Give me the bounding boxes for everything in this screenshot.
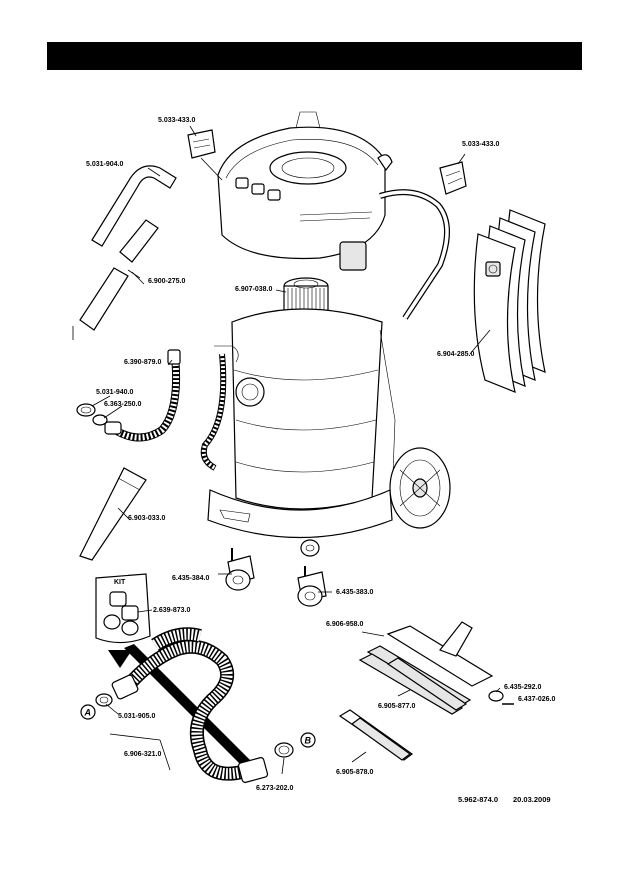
container bbox=[207, 308, 396, 539]
footer-doc-number: 5.962-874.0 bbox=[458, 795, 498, 804]
bend-tube bbox=[91, 165, 177, 247]
clip-right bbox=[439, 153, 467, 195]
label-6-907-038: 6.907-038.0 bbox=[235, 286, 272, 293]
coupling-rings-left bbox=[76, 403, 108, 426]
label-5-031-940: 5.031-940.0 bbox=[96, 389, 133, 396]
castor-under-body bbox=[300, 539, 320, 557]
header-bar bbox=[47, 42, 582, 70]
footer-date: 20.03.2009 bbox=[513, 795, 551, 804]
rubber-strip-upper bbox=[386, 657, 468, 711]
filter-bags bbox=[473, 209, 546, 393]
label-5-031-905: 5.031-905.0 bbox=[118, 713, 155, 720]
label-6-435-292: 6.435-292.0 bbox=[504, 684, 541, 691]
label-6-903-033: 6.903-033.0 bbox=[128, 515, 165, 522]
label-6-390-879: 6.390-879.0 bbox=[124, 359, 161, 366]
label-2-639-873: 2.639-873.0 bbox=[153, 607, 190, 614]
label-6-435-384: 6.435-384.0 bbox=[172, 575, 209, 582]
label-6-906-321: 6.906-321.0 bbox=[124, 751, 161, 758]
label-6-906-958: 6.906-958.0 bbox=[326, 621, 363, 628]
hose-rings bbox=[95, 693, 294, 758]
push-handle bbox=[379, 189, 451, 320]
vacuum-head bbox=[217, 111, 393, 271]
label-5-031-904: 5.031-904.0 bbox=[86, 161, 123, 168]
label-6-904-285: 6.904-285.0 bbox=[437, 351, 474, 358]
marker-b-label: B bbox=[305, 736, 312, 746]
castor-left bbox=[225, 548, 255, 591]
label-6-363-250: 6.363-250.0 bbox=[104, 401, 141, 408]
machine-hose bbox=[200, 353, 227, 471]
label-6-273-202: 6.273-202.0 bbox=[256, 785, 293, 792]
label-6-900-275: 6.900-275.0 bbox=[148, 278, 185, 285]
label-5-033-433-right: 5.033-433.0 bbox=[462, 141, 499, 148]
extension-tubes bbox=[79, 219, 159, 331]
rubber-strip-lower bbox=[338, 709, 414, 761]
kit-label: KIT bbox=[114, 579, 126, 586]
castor-right bbox=[297, 566, 327, 607]
label-6-437-026: 6.437-026.0 bbox=[518, 696, 555, 703]
leader-lines bbox=[91, 125, 501, 775]
kit-arrows bbox=[108, 644, 252, 768]
hose-small bbox=[104, 349, 181, 442]
crevice-nozzle bbox=[79, 467, 147, 561]
label-6-905-878: 6.905-878.0 bbox=[336, 769, 373, 776]
marker-b bbox=[300, 732, 316, 748]
marker-a-label: A bbox=[84, 708, 92, 718]
rear-wheel bbox=[389, 447, 451, 529]
marker-a bbox=[80, 704, 96, 720]
suction-hose-large bbox=[111, 627, 269, 783]
kit-bag bbox=[95, 573, 151, 644]
clip-top bbox=[187, 129, 223, 181]
label-6-435-383: 6.435-383.0 bbox=[336, 589, 373, 596]
label-6-905-877: 6.905-877.0 bbox=[378, 703, 415, 710]
label-5-033-433-top: 5.033-433.0 bbox=[158, 117, 195, 124]
